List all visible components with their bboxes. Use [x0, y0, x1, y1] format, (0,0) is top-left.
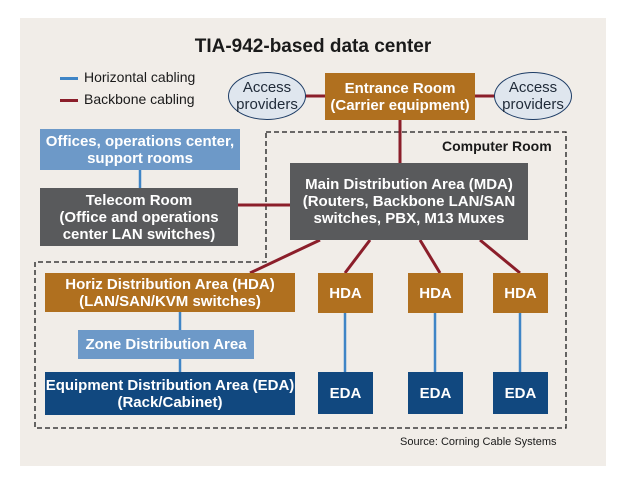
computer-room-label: Computer Room — [442, 138, 552, 154]
eda-box-2: EDA — [408, 372, 463, 414]
hda-box-3: HDA — [493, 273, 548, 313]
eda-box-1: EDA — [318, 372, 373, 414]
equipment-distribution-area: Equipment Distribution Area (EDA) (Rack/… — [45, 372, 295, 415]
source-credit: Source: Corning Cable Systems — [400, 436, 557, 448]
horizontal-cabling-label: Horizontal cabling — [84, 69, 196, 85]
hda-box-2: HDA — [408, 273, 463, 313]
offices-box: Offices, operations center, support room… — [40, 129, 240, 170]
backbone-mda-hda-2 — [418, 239, 442, 274]
backbone-cabling-label: Backbone cabling — [84, 91, 195, 107]
hda-box-1: HDA — [318, 273, 373, 313]
horizontal-cabling-swatch — [60, 77, 78, 80]
access-providers-left: Access providers — [228, 72, 306, 120]
eda-box-3: EDA — [493, 372, 548, 414]
zone-distribution-area: Zone Distribution Area — [78, 330, 254, 359]
backbone-mda-hda-main — [249, 238, 321, 275]
backbone-mda-hda-1 — [343, 239, 372, 274]
computer-room-boundary — [34, 131, 567, 429]
backbone-cabling-swatch — [60, 99, 78, 102]
entrance-room: Entrance Room (Carrier equipment) — [325, 73, 475, 120]
backbone-mda-hda-3 — [479, 238, 521, 275]
diagram-title: TIA-942-based data center — [194, 36, 432, 57]
telecom-room: Telecom Room (Office and operations cent… — [40, 188, 238, 246]
horizontal-distribution-area: Horiz Distribution Area (HDA) (LAN/SAN/K… — [45, 273, 295, 312]
main-distribution-area: Main Distribution Area (MDA) (Routers, B… — [290, 163, 528, 240]
access-providers-right: Access providers — [494, 72, 572, 120]
